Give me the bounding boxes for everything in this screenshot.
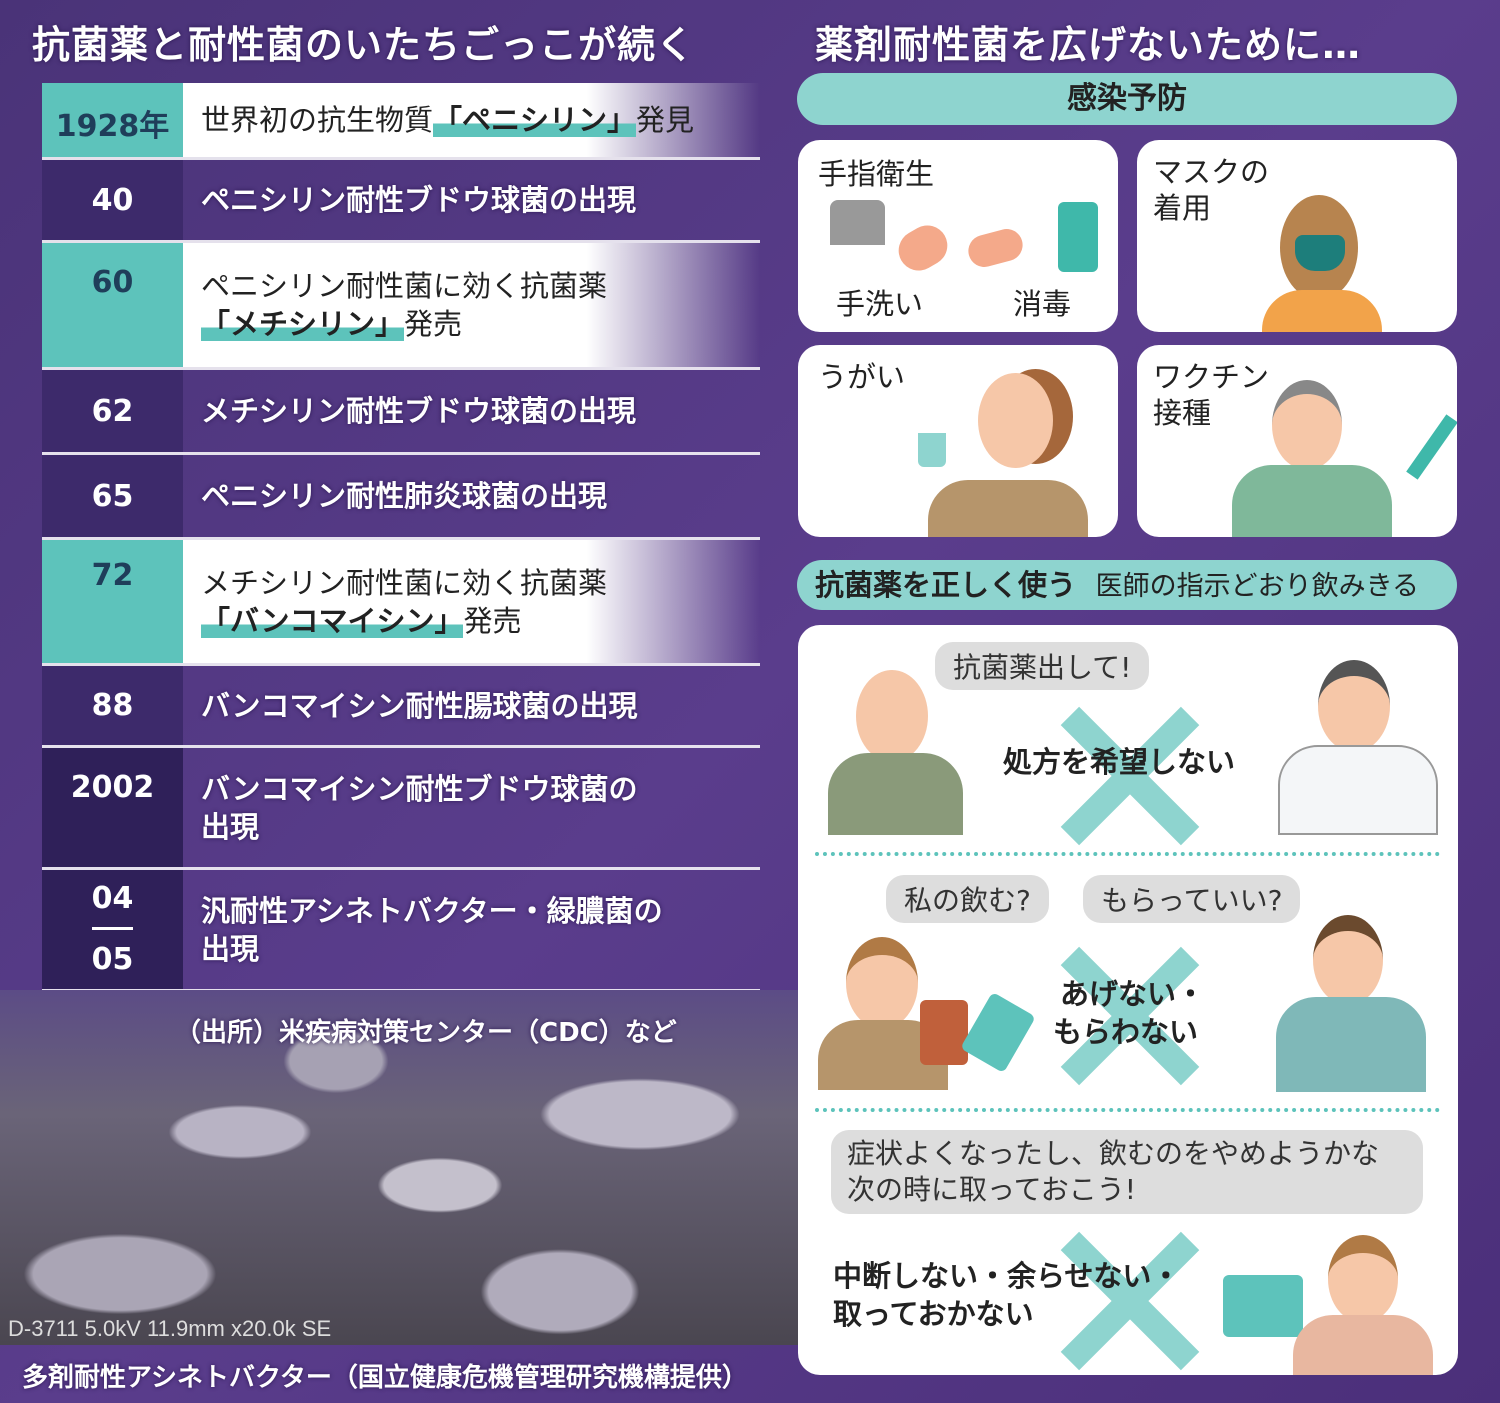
man-face-icon	[1313, 915, 1383, 1005]
left-title: 抗菌薬と耐性菌のいたちごっこが続く	[32, 23, 696, 67]
proper-use-card: 抗菌薬出して! 処方を希望しない 私の飲む? もらっていい? あげない・ もらわ…	[798, 625, 1458, 1375]
speech-bubble: 私の飲む?	[886, 875, 1049, 923]
person-body	[1262, 290, 1382, 332]
disinfect-label: 消毒	[1013, 287, 1072, 321]
card-title: マスクの	[1153, 155, 1270, 189]
faucet-icon	[830, 200, 885, 245]
hand-wash-label: 手洗い	[836, 287, 924, 321]
rule-text: 取っておかない	[833, 1297, 1034, 1331]
rule-text: もらわない	[1053, 1015, 1199, 1049]
timeline-row: 1928年世界初の抗生物質「ペニシリン」発見	[42, 83, 760, 160]
card-title: 接種	[1153, 396, 1212, 430]
proper-use-header: 抗菌薬を正しく使う 医師の指示どおり飲みきる	[797, 560, 1457, 610]
bacteria-micrograph	[0, 990, 800, 1345]
hand-icon	[964, 225, 1027, 271]
person-body	[1232, 465, 1392, 537]
event-text: ペニシリン耐性ブドウ球菌の出現	[201, 183, 637, 217]
person-body	[828, 753, 963, 835]
doctor-body	[1278, 745, 1438, 835]
proper-use-title: 抗菌薬を正しく使う	[815, 568, 1077, 602]
sem-info: D-3711 5.0kV 11.9mm x20.0k SE	[8, 1316, 332, 1341]
timeline-row: 2002 バンコマイシン耐性ブドウ球菌の出現	[42, 748, 760, 870]
event-text: ペニシリン耐性菌に効く抗菌薬	[201, 269, 608, 303]
year: 65	[42, 455, 183, 537]
speech-bubble: 症状よくなったし、飲むのをやめようかな次の時に取っておこう!	[831, 1130, 1423, 1214]
syringe-icon	[1406, 414, 1457, 480]
pill-pack-icon	[1223, 1275, 1303, 1337]
person-body	[1293, 1315, 1433, 1375]
mask-icon	[1295, 235, 1345, 271]
hand-hygiene-card: 手指衛生 手洗い 消毒	[798, 140, 1118, 332]
event-text: メチシリン耐性ブドウ球菌の出現	[201, 394, 637, 428]
divider	[815, 852, 1440, 856]
year: 72	[42, 540, 183, 663]
year: 62	[42, 370, 183, 452]
old-man-face-icon	[856, 670, 928, 762]
timeline-row: 40 ペニシリン耐性ブドウ球菌の出現	[42, 160, 760, 243]
event-text: 出現	[201, 931, 260, 966]
year: 04	[91, 870, 134, 930]
gargle-card: うがい	[798, 345, 1118, 537]
rule-text: 処方を希望しない	[1003, 745, 1236, 779]
timeline-row: 60 ペニシリン耐性菌に効く抗菌薬「メチシリン」発売	[42, 243, 760, 370]
timeline-row: 65 ペニシリン耐性肺炎球菌の出現	[42, 455, 760, 540]
woman-face-icon	[1328, 1235, 1398, 1323]
event-text: ペニシリン耐性肺炎球菌の出現	[201, 479, 608, 513]
doctor-face-icon	[1318, 660, 1390, 752]
year: 05	[91, 942, 134, 977]
highlight: 「バンコマイシン」	[201, 603, 464, 638]
card-title: うがい	[818, 360, 906, 394]
event-text: 汎耐性アシネトバクター・緑膿菌の	[201, 893, 663, 928]
card-title: 手指衛生	[818, 157, 935, 191]
source-note: （出所）米疾病対策センター（CDC）など	[175, 1018, 677, 1048]
event-text: 出現	[201, 809, 260, 844]
cup-icon	[918, 433, 946, 467]
card-title: ワクチン	[1153, 360, 1270, 394]
rule-text: 中断しない・余らせない・	[833, 1259, 1181, 1293]
card-title: 着用	[1153, 191, 1212, 225]
mask-card: マスクの 着用	[1137, 140, 1457, 332]
highlight: 「ペニシリン」	[433, 103, 637, 137]
prevention-header: 感染予防	[797, 73, 1457, 125]
divider	[815, 1108, 1440, 1112]
year: 60	[42, 243, 183, 367]
photo-caption: 多剤耐性アシネトバクター（国立健康危機管理研究機構提供）	[22, 1363, 748, 1393]
person-body	[928, 480, 1088, 537]
speech-bubble: もらっていい?	[1083, 875, 1301, 923]
cross-mark-icon	[1060, 1230, 1200, 1370]
event-text: メチシリン耐性菌に効く抗菌薬	[201, 565, 608, 600]
sanitizer-bottle-icon	[1058, 202, 1098, 272]
right-title: 薬剤耐性菌を広げないために…	[815, 23, 1362, 67]
event-text: 発見	[636, 103, 695, 137]
rule-text: あげない・	[1060, 977, 1206, 1011]
year: 40	[42, 160, 183, 240]
event-text: 発売	[463, 603, 522, 638]
vaccine-card: ワクチン 接種	[1137, 345, 1457, 537]
event-text: バンコマイシン耐性腸球菌の出現	[201, 688, 638, 723]
person-body	[1276, 997, 1426, 1092]
year: 2002	[42, 748, 183, 867]
highlight: 「メチシリン」	[201, 307, 405, 341]
event-text: 発売	[404, 307, 463, 341]
year: 1928年	[42, 83, 183, 157]
bubble-line: 次の時に取っておこう!	[847, 1173, 1136, 1206]
timeline-row: 62 メチシリン耐性ブドウ球菌の出現	[42, 370, 760, 455]
man-face-icon	[1272, 380, 1342, 470]
year: 88	[42, 666, 183, 745]
proper-use-subtitle: 医師の指示どおり飲みきる	[1095, 571, 1420, 602]
woman-face-icon	[978, 373, 1053, 468]
timeline-row: 72 メチシリン耐性菌に効く抗菌薬「バンコマイシン」発売	[42, 540, 760, 666]
bubble-line: 症状よくなったし、飲むのをやめようかな	[847, 1137, 1380, 1170]
hand-icon	[891, 218, 955, 278]
event-text: 世界初の抗生物質	[201, 103, 434, 137]
timeline-row: 88 バンコマイシン耐性腸球菌の出現	[42, 666, 760, 748]
speech-bubble: 抗菌薬出して!	[935, 642, 1150, 690]
event-text: バンコマイシン耐性ブドウ球菌の	[201, 771, 638, 806]
pill-pack-icon	[960, 991, 1036, 1074]
timeline-row: 04 05 汎耐性アシネトバクター・緑膿菌の出現	[42, 870, 760, 992]
medicine-bottle-icon	[920, 1000, 968, 1065]
woman-face-icon	[846, 937, 918, 1029]
